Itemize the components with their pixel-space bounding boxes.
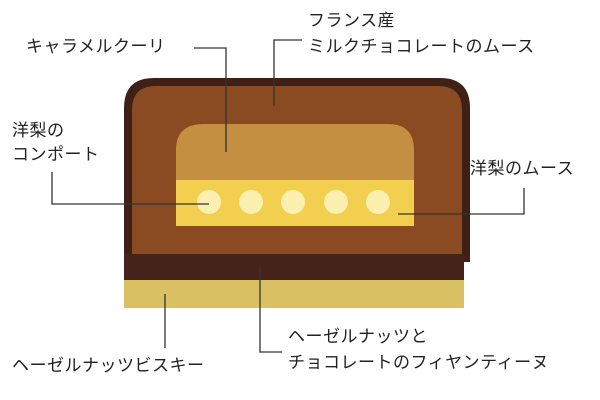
leader-line-caramel bbox=[194, 47, 227, 152]
leader-line-compote bbox=[51, 172, 209, 205]
pear-compote-dot bbox=[281, 190, 305, 214]
label-pear-compote-line2: コンポート bbox=[12, 145, 100, 165]
pear-compote-dot bbox=[239, 190, 263, 214]
leader-line-pear-mousse bbox=[398, 188, 525, 215]
hazelnut-biscuit-layer bbox=[124, 280, 464, 308]
feuilletine-layer bbox=[124, 254, 464, 280]
pear-compote-dot bbox=[197, 190, 221, 214]
pear-compote-dot bbox=[324, 190, 348, 214]
label-caramel-cream: キャラメルクーリ bbox=[26, 37, 166, 57]
label-milk-chocolate-mousse-line2: ミルクチョコレートのムース bbox=[308, 37, 535, 57]
pear-compote-dot bbox=[366, 190, 390, 214]
label-feuilletine-line2: チョコレートのフィヤンティーヌ bbox=[288, 353, 550, 373]
leader-line-feuilletine bbox=[259, 266, 282, 353]
label-milk-chocolate-mousse-line1: フランス産 bbox=[308, 11, 396, 31]
caramel-cream-layer bbox=[176, 124, 414, 180]
label-pear-compote-line1: 洋梨の bbox=[12, 121, 65, 141]
label-hazelnut-biscuit: ヘーゼルナッツビスキー bbox=[12, 356, 205, 376]
label-pear-mousse: 洋梨のムース bbox=[470, 159, 575, 179]
label-feuilletine-line1: ヘーゼルナッツと bbox=[288, 327, 428, 347]
leader-line-milk-mousse bbox=[273, 39, 302, 106]
